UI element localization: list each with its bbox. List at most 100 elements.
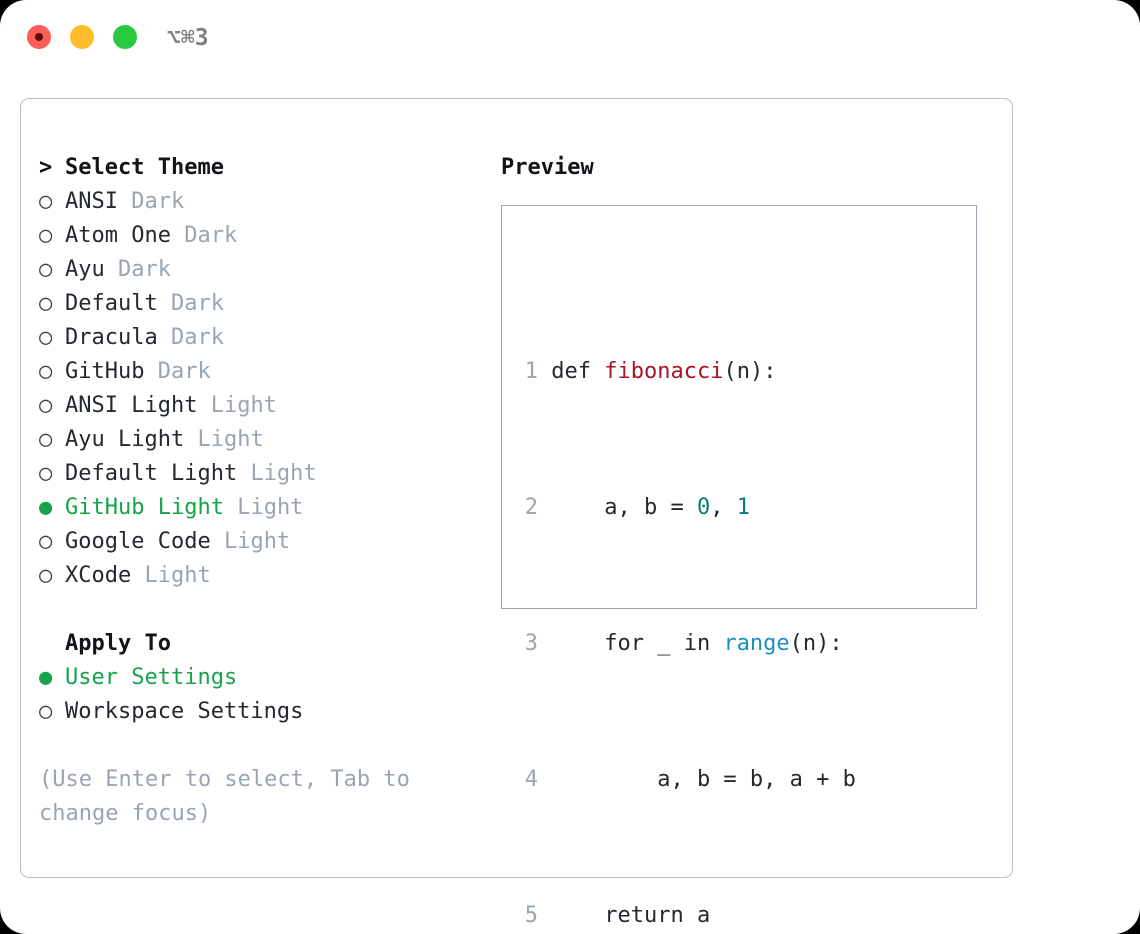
theme-option-default-dark[interactable]: ○Default Dark [39, 287, 499, 321]
theme-label: Dracula [65, 325, 158, 350]
theme-label: Ayu Light [65, 427, 185, 452]
keyboard-hint-text: (Use Enter to select, Tab to change focu… [39, 767, 410, 826]
line-number: 5 [524, 903, 538, 928]
preview-title: Preview [501, 155, 594, 180]
apply-to-label: User Settings [65, 665, 238, 690]
theme-label: ANSI [65, 189, 118, 214]
apply-to-option-user-settings[interactable]: ● User Settings [39, 661, 499, 695]
spacer-icon: . [39, 627, 65, 661]
code-preview: 1 def fibonacci(n): 2 a, b = 0, 1 3 for … [516, 253, 909, 934]
theme-variant [237, 457, 250, 491]
radio-off-icon[interactable]: ○ [39, 461, 53, 486]
radio-off-icon[interactable]: ○ [39, 393, 53, 418]
theme-variant-label: Light [237, 495, 304, 520]
theme-label: ANSI Light [65, 393, 198, 418]
apply-to-label: Workspace Settings [65, 699, 304, 724]
theme-label: Atom One [65, 223, 171, 248]
theme-label: GitHub [65, 359, 145, 384]
theme-variant [211, 525, 224, 559]
radio-off-icon[interactable]: ○ [39, 189, 53, 214]
main-panel: >Select Theme ○ANSI Dark ○Atom One Dark … [20, 98, 1013, 928]
preview-column: Preview 1 def fibonacci(n): 2 a, b = 0, … [501, 151, 1001, 928]
theme-label: Default Light [65, 461, 238, 486]
code-line: 4 a, b = b, a + b [516, 763, 909, 797]
radio-off-icon[interactable]: ○ [39, 699, 53, 724]
radio-on-icon[interactable]: ● [39, 495, 53, 520]
apply-to-title: Apply To [65, 631, 171, 656]
theme-option-github-light[interactable]: ● GitHub Light Light [39, 491, 499, 525]
theme-option-ayu-dark[interactable]: ○ Ayu Dark [39, 253, 499, 287]
theme-variant-label: Dark [118, 257, 171, 282]
code-token: (n): [723, 359, 777, 384]
theme-option-xcode-light[interactable]: ○ XCode Light [39, 559, 499, 593]
code-token-number: 1 [736, 495, 750, 520]
theme-label: Ayu [65, 257, 105, 282]
select-theme-title: Select Theme [65, 155, 224, 180]
theme-variant [184, 423, 197, 457]
close-button[interactable] [27, 25, 51, 49]
code-token: (n): [789, 631, 843, 656]
radio-off-icon[interactable]: ○ [39, 529, 53, 554]
spacer [39, 593, 499, 627]
theme-option-ayu-light[interactable]: ○ Ayu Light Light [39, 423, 499, 457]
theme-variant [144, 355, 157, 389]
theme-option-github-dark[interactable]: ○GitHub Dark [39, 355, 499, 389]
minimize-button[interactable] [70, 25, 94, 49]
theme-picker-column: >Select Theme ○ANSI Dark ○Atom One Dark … [39, 151, 499, 831]
code-token: a, b = b, a + b [551, 767, 856, 792]
radio-off-icon[interactable]: ○ [39, 427, 53, 452]
radio-on-icon[interactable]: ● [39, 665, 53, 690]
code-token-call: range [723, 631, 790, 656]
theme-option-default-light[interactable]: ○ Default Light Light [39, 457, 499, 491]
code-line: 1 def fibonacci(n): [516, 355, 909, 389]
radio-off-icon[interactable]: ○ [39, 359, 53, 384]
radio-off-icon[interactable]: ○ [39, 223, 53, 248]
radio-off-icon[interactable]: ○ [39, 291, 53, 316]
theme-option-ansi-light[interactable]: ○ ANSI Light Light [39, 389, 499, 423]
theme-variant [224, 491, 237, 525]
maximize-button[interactable] [113, 25, 137, 49]
radio-off-icon[interactable]: ○ [39, 563, 53, 588]
theme-variant-label: Dark [184, 223, 238, 248]
theme-variant-label: Light [223, 529, 291, 554]
theme-variant [158, 321, 171, 355]
theme-variant-label: Light [250, 461, 317, 486]
radio-off-icon[interactable]: ○ [39, 325, 53, 350]
keyboard-shortcut-label: ⌥⌘3 [167, 25, 209, 51]
code-line: 5 return a [516, 899, 909, 933]
apply-to-header: .Apply To [39, 627, 499, 661]
code-token: , [710, 495, 737, 520]
code-token: for _ in [551, 631, 724, 656]
theme-variant-label: Light [144, 563, 211, 588]
theme-variant-label: Dark [170, 325, 224, 350]
theme-variant [105, 253, 118, 287]
apply-to-option-workspace-settings[interactable]: ○ Workspace Settings [39, 695, 499, 729]
theme-variant-label: Light [210, 393, 277, 418]
theme-variant [118, 185, 131, 219]
theme-label: GitHub Light [65, 495, 224, 520]
line-number: 1 [524, 359, 538, 384]
theme-label: Google Code [65, 529, 211, 554]
theme-variant [197, 389, 210, 423]
code-line: 2 a, b = 0, 1 [516, 491, 909, 525]
preview-box: 1 def fibonacci(n): 2 a, b = 0, 1 3 for … [501, 205, 977, 928]
theme-label: XCode [65, 563, 132, 588]
select-theme-header: >Select Theme [39, 151, 499, 185]
theme-label: Default [65, 291, 158, 316]
title-bar: ⌥⌘3 [0, 0, 1140, 78]
radio-off-icon[interactable]: ○ [39, 257, 53, 282]
line-number: 4 [524, 767, 538, 792]
theme-option-dracula-dark[interactable]: ○ Dracula Dark [39, 321, 499, 355]
code-token: return a [551, 903, 711, 928]
code-token: def [551, 359, 605, 384]
theme-option-google-code-light[interactable]: ○ Google Code Light [39, 525, 499, 559]
line-number: 3 [524, 631, 538, 656]
theme-variant-label: Light [197, 427, 264, 452]
theme-option-atom-one-dark[interactable]: ○ Atom One Dark [39, 219, 499, 253]
code-line: 3 for _ in range(n): [516, 627, 909, 661]
theme-option-ansi-dark[interactable]: ○ ANSI Dark [39, 185, 499, 219]
theme-variant-label: Dark [131, 189, 185, 214]
code-token-number: 0 [696, 495, 711, 520]
code-token: a, b = [551, 495, 697, 520]
theme-variant [131, 559, 144, 593]
